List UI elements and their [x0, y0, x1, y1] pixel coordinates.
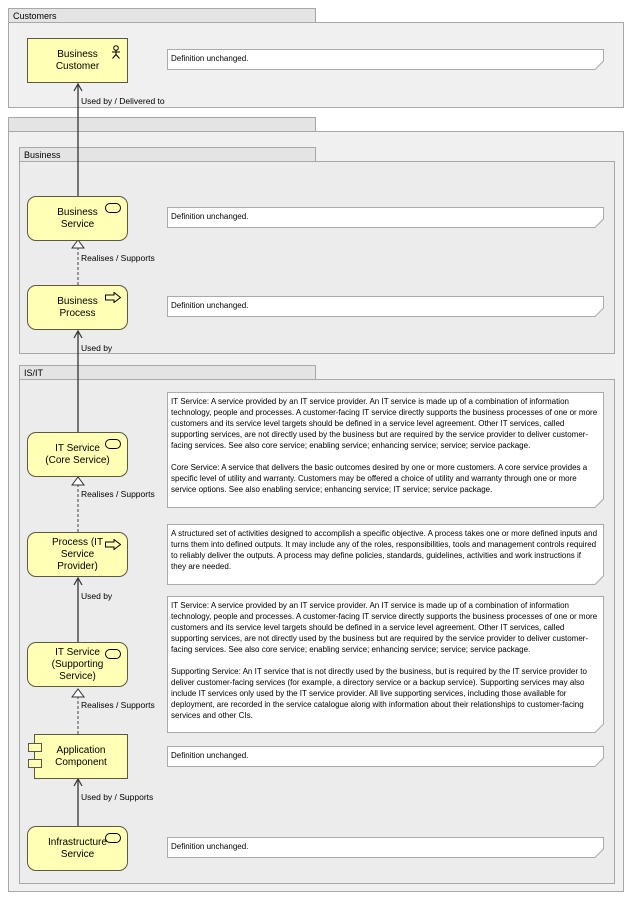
note-shape	[167, 837, 604, 858]
note-process-it[interactable]: A structured set of activities designed …	[167, 524, 604, 585]
note-supporting-service[interactable]: IT Service: A service provided by an IT …	[167, 596, 604, 733]
service-icon	[105, 203, 121, 213]
it-service-core-element[interactable]: IT Service (Core Service)	[27, 432, 128, 477]
service-icon	[105, 833, 121, 843]
edge-label-realises-supports-2: Realises / Supports	[81, 489, 155, 499]
infrastructure-service-label: Infrastructure Service	[48, 836, 107, 860]
actor-icon	[112, 45, 120, 59]
it-service-core-label: IT Service (Core Service)	[45, 442, 110, 466]
business-process-element[interactable]: Business Process	[27, 285, 128, 330]
note-business-process-text: Definition unchanged.	[171, 301, 249, 310]
service-icon	[105, 439, 121, 449]
note-application-text: Definition unchanged.	[171, 751, 249, 760]
process-arrow-icon	[105, 539, 121, 550]
note-core-service[interactable]: IT Service: A service provided by an IT …	[167, 392, 604, 508]
edge-label-realises-supports-1: Realises / Supports	[81, 253, 155, 263]
business-service-element[interactable]: Business Service	[27, 196, 128, 241]
business-customer-element[interactable]: Business Customer	[27, 38, 128, 83]
component-tab-icon	[28, 759, 42, 768]
business-customer-label: Business Customer	[55, 48, 100, 72]
edge-label-used-by-delivered-to: Used by / Delivered to	[81, 96, 165, 106]
it-service-supporting-label: IT Service (Supporting Service)	[51, 646, 104, 682]
realisation-triangle-1	[71, 239, 85, 249]
arrowhead-process	[73, 329, 83, 339]
note-customer-text: Definition unchanged.	[171, 54, 249, 63]
note-infrastructure-text: Definition unchanged.	[171, 842, 249, 851]
note-shape	[167, 596, 604, 733]
process-it-element[interactable]: Process (IT Service Provider)	[27, 532, 128, 577]
realisation-triangle-2	[71, 476, 85, 486]
customers-group-label: Customers	[13, 11, 57, 21]
note-shape	[167, 746, 604, 767]
note-infrastructure[interactable]: Definition unchanged.	[167, 837, 604, 858]
arrowhead-processit	[73, 576, 83, 586]
note-business-service[interactable]: Definition unchanged.	[167, 207, 604, 228]
note-core-service-text: IT Service: A service provided by an IT …	[171, 397, 598, 494]
arrowhead-customer	[73, 82, 83, 92]
note-shape	[167, 524, 604, 585]
note-supporting-service-text: IT Service: A service provided by an IT …	[171, 601, 598, 720]
note-customer[interactable]: Definition unchanged.	[167, 49, 604, 70]
note-shape	[167, 392, 604, 508]
note-shape	[167, 207, 604, 228]
note-business-process[interactable]: Definition unchanged.	[167, 296, 604, 317]
isit-group-label: IS/IT	[24, 368, 44, 378]
service-icon	[105, 649, 121, 659]
note-application[interactable]: Definition unchanged.	[167, 746, 604, 767]
process-it-label: Process (IT Service Provider)	[51, 536, 104, 572]
note-shape	[167, 49, 604, 70]
edge-label-used-by-1: Used by	[81, 343, 113, 353]
realisation-triangle-3	[71, 688, 85, 698]
business-group-label: Business	[24, 150, 61, 160]
component-tab-icon	[28, 743, 42, 752]
application-component-element[interactable]: Application Component	[34, 734, 128, 779]
note-shape	[167, 296, 604, 317]
arrowhead-application	[73, 777, 83, 787]
edge-label-realises-supports-3: Realises / Supports	[81, 700, 155, 710]
business-process-label: Business Process	[57, 295, 98, 319]
note-process-it-text: A structured set of activities designed …	[171, 529, 600, 571]
note-business-service-text: Definition unchanged.	[171, 212, 249, 221]
application-component-label: Application Component	[55, 744, 107, 768]
process-arrow-icon	[105, 292, 121, 303]
business-service-label: Business Service	[57, 206, 98, 230]
it-service-supporting-element[interactable]: IT Service (Supporting Service)	[27, 642, 128, 687]
infrastructure-service-element[interactable]: Infrastructure Service	[27, 826, 128, 871]
edge-label-used-by-supports: Used by / Supports	[81, 792, 154, 802]
edge-label-used-by-2: Used by	[81, 591, 113, 601]
